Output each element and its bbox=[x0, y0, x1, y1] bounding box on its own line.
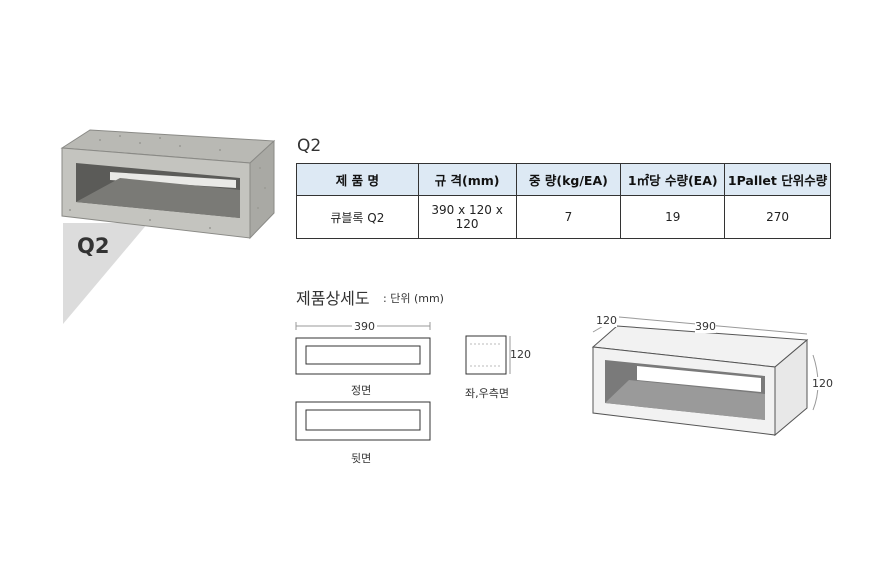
block-side-face bbox=[249, 139, 275, 240]
side-view-label: 좌,우측면 bbox=[465, 387, 509, 400]
table-title: Q2 bbox=[297, 136, 322, 156]
cell-product-name: 큐블록 Q2 bbox=[296, 195, 419, 239]
iso-width-dim: 390 bbox=[695, 320, 716, 333]
header-spec: 규 격(mm) bbox=[417, 163, 517, 196]
iso-depth-dim: 120 bbox=[596, 314, 617, 327]
back-view-label: 뒷면 bbox=[351, 452, 372, 465]
detail-title: 제품상세도 bbox=[296, 289, 370, 308]
spec-table: 제 품 명 규 격(mm) 중 량(kg/EA) 1㎡당 수량(EA) 1Pal… bbox=[296, 163, 831, 239]
cell-weight: 7 bbox=[515, 195, 622, 239]
detail-unit: : 단위 (mm) bbox=[383, 292, 444, 305]
header-product-name: 제 품 명 bbox=[296, 163, 419, 196]
back-view-drawing bbox=[295, 401, 431, 441]
header-weight: 중 량(kg/EA) bbox=[515, 163, 622, 196]
side-height-dim: 120 bbox=[510, 348, 531, 361]
cell-qty-per-sqm: 19 bbox=[620, 195, 726, 239]
front-view-label: 정면 bbox=[351, 384, 372, 397]
header-qty-per-sqm: 1㎡당 수량(EA) bbox=[620, 163, 726, 196]
block-hole-floor bbox=[76, 178, 240, 218]
concrete-texture bbox=[69, 135, 266, 229]
triangle-backdrop bbox=[63, 223, 148, 324]
cell-pallet-qty: 270 bbox=[724, 195, 831, 239]
front-view-drawing bbox=[295, 322, 431, 375]
cell-spec: 390 x 120 x 120 bbox=[417, 195, 517, 239]
product-photo bbox=[60, 129, 276, 324]
side-view-drawing bbox=[465, 335, 511, 375]
table-header-row: 제 품 명 규 격(mm) 중 량(kg/EA) 1㎡당 수량(EA) 1Pal… bbox=[296, 163, 831, 196]
front-width-dim: 390 bbox=[352, 320, 377, 333]
isometric-drawing bbox=[591, 316, 819, 437]
table-row: 큐블록 Q2 390 x 120 x 120 7 19 270 bbox=[296, 195, 831, 239]
header-pallet-qty: 1Pallet 단위수량 bbox=[724, 163, 831, 196]
iso-height-dim: 120 bbox=[812, 377, 833, 390]
block-hole-inner bbox=[110, 172, 236, 188]
product-label: Q2 bbox=[77, 234, 110, 258]
